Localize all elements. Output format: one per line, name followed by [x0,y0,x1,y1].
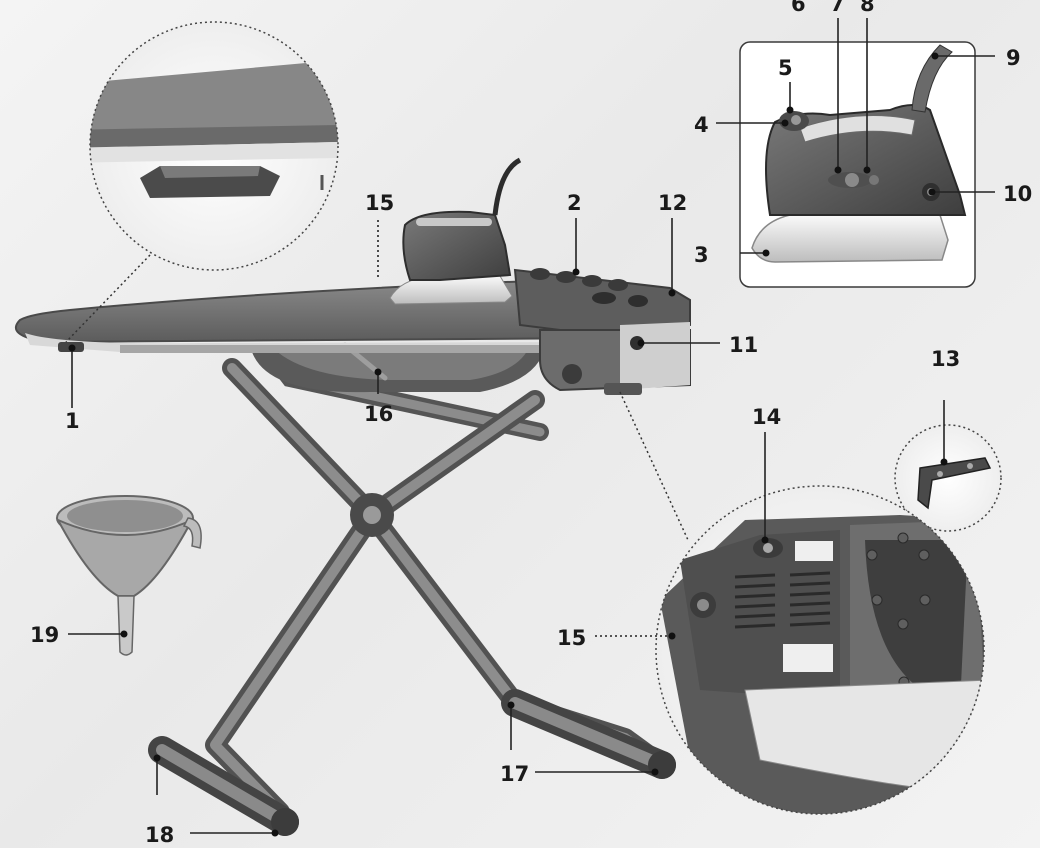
iron-on-board [389,157,522,305]
inset-bracket [894,424,1002,532]
callout-2: 2 [567,191,582,215]
control-button[interactable] [608,279,628,291]
inset-board-edge [65,21,339,343]
inset-underside [619,391,985,815]
callout-7: 7 [830,0,845,16]
callout-17: 17 [500,762,529,786]
inset-iron [739,41,976,288]
steam-hose [911,44,953,113]
callout-6: 6 [791,0,806,16]
power-connector[interactable] [630,336,644,350]
callout-labels: 1 2 3 4 5 6 7 8 9 10 11 12 13 14 15 15 1… [30,0,1032,847]
funnel [55,495,202,656]
callout-1: 1 [65,409,80,433]
callout-10: 10 [1003,182,1032,206]
front-foot-bar [148,736,299,836]
callout-14: 14 [752,405,781,429]
leader-lines [68,18,995,834]
control-button[interactable] [592,292,616,304]
control-panel [530,268,648,307]
side-knob[interactable] [562,364,582,384]
iron-indicator [869,175,879,185]
callout-12: 12 [658,191,687,215]
control-button[interactable] [530,268,550,280]
temperature-knob[interactable] [845,173,859,187]
control-button[interactable] [628,295,648,307]
callout-8: 8 [860,0,875,16]
callout-3: 3 [694,243,709,267]
control-button[interactable] [582,275,602,287]
callout-5: 5 [778,56,793,80]
callout-19: 19 [30,623,59,647]
base-foot [604,383,642,395]
callout-13: 13 [931,347,960,371]
base-station [513,268,691,395]
control-button[interactable] [556,271,576,283]
rear-foot-bar [501,689,676,779]
leader-dots [68,52,948,837]
callout-15-underside: 15 [557,626,586,650]
callout-18: 18 [145,823,174,847]
callout-9: 9 [1006,46,1021,70]
callout-15-board: 15 [365,191,394,215]
callout-4: 4 [694,113,709,137]
callout-16: 16 [364,402,393,426]
callout-11: 11 [729,333,758,357]
